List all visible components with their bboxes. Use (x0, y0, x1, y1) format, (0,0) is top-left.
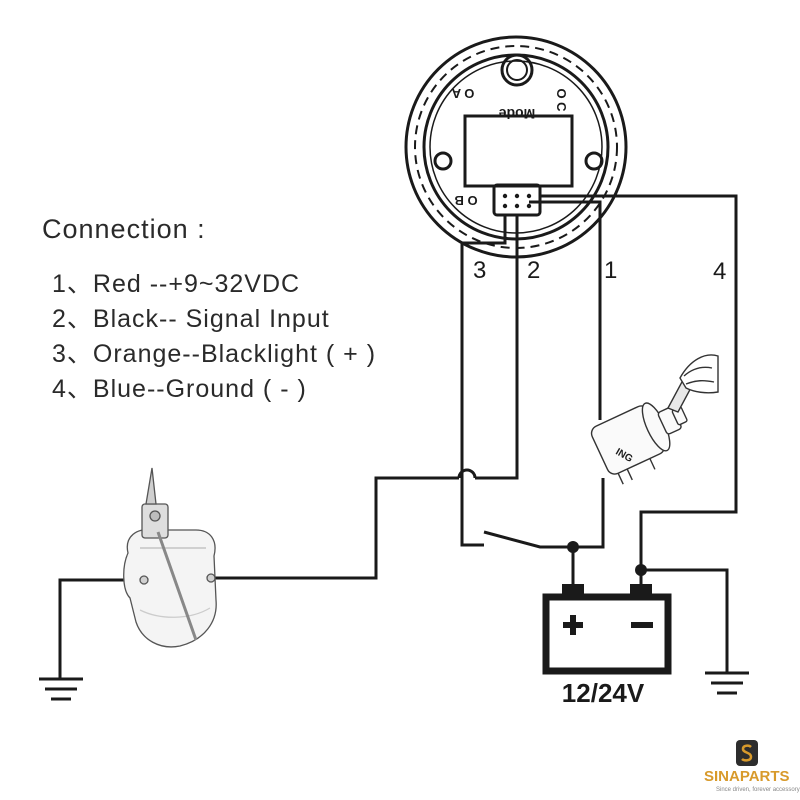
oa-label: O A (451, 86, 474, 101)
ground-symbol-right-icon (705, 671, 749, 695)
oc-label: O C (554, 88, 569, 112)
switch-contact (483, 530, 573, 549)
left-button-icon (433, 151, 453, 171)
battery-positive-post (562, 584, 584, 596)
lcd-display (463, 114, 574, 188)
sender-left-terminal (139, 575, 149, 585)
wire-connector (492, 183, 542, 217)
mode-button-icon (500, 53, 534, 87)
logo-name: SINAPARTS (704, 768, 790, 785)
connection-item-red: 1、Red --+9~32VDC (52, 270, 301, 298)
wire-2 (213, 215, 519, 580)
wire-1 (529, 200, 602, 420)
mode-label: Mode (499, 106, 536, 122)
sender-housing (123, 529, 217, 648)
sinaparts-logo: SINAPARTS Since driven, forever accessor… (704, 740, 800, 798)
wire-4 (540, 194, 738, 570)
ground-symbol-left-icon (39, 677, 83, 701)
wire-label-3: 3 (473, 257, 486, 284)
battery-voltage-label: 12/24V (562, 678, 645, 708)
connection-title: Connection : (42, 214, 206, 244)
wire-label-2: 2 (527, 257, 540, 284)
connection-item-black: 2、Black-- Signal Input (52, 305, 330, 333)
battery-body (542, 593, 672, 675)
gauge-inner-ring (422, 53, 610, 241)
right-button-icon (584, 151, 604, 171)
wire-label-1: 1 (604, 257, 617, 284)
junction-dots (567, 541, 647, 576)
connection-legend: Connection : 1、Red --+9~32VDC 2、Black-- … (42, 214, 376, 407)
battery-ground-lead (641, 568, 729, 672)
wire-1-switched (573, 478, 605, 549)
connection-item-blue: 4、Blue--Ground ( - ) (52, 375, 307, 403)
ob-label: O B (454, 193, 477, 208)
logo-tagline: Since driven, forever accessory (716, 787, 800, 793)
sender-arm (156, 531, 198, 641)
sender-rod (145, 467, 157, 505)
battery-negative-post (630, 584, 652, 596)
mode-button-inner (506, 59, 528, 81)
connection-item-orange: 3、Orange--Blacklight ( + ) (52, 340, 377, 368)
connector-pins (502, 193, 532, 209)
logo-badge-icon (736, 740, 758, 766)
battery (542, 584, 672, 675)
sender-ground-lead (58, 578, 140, 678)
sender-right-terminal (206, 573, 216, 583)
minus-symbol-icon (631, 622, 653, 628)
wire-3 (460, 215, 507, 547)
fuel-sender (123, 467, 217, 648)
wire-label-4: 4 (713, 258, 726, 285)
ignition-switch (590, 354, 719, 485)
wire-crossover-hop (457, 468, 477, 479)
